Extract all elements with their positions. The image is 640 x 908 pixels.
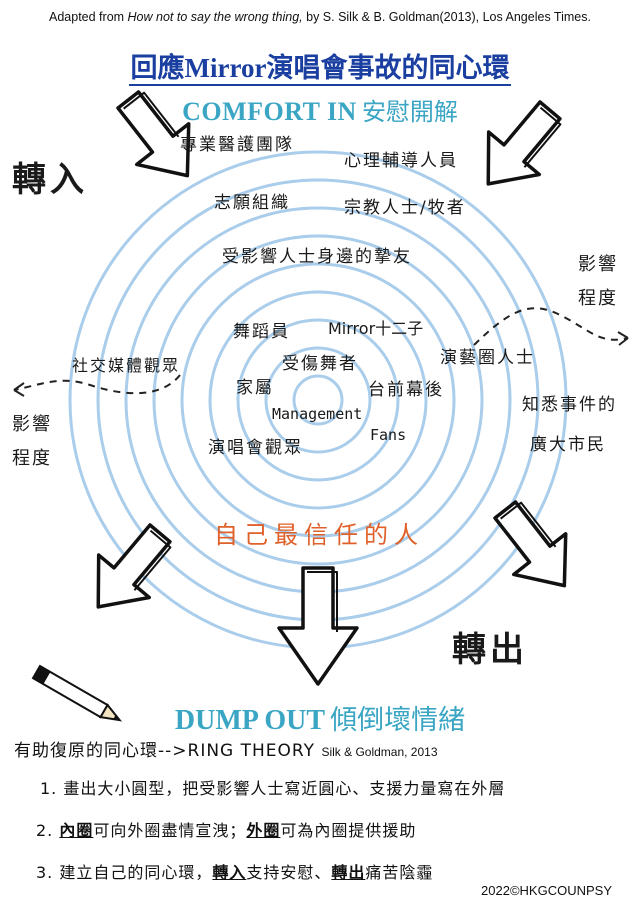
step-3: 3. 建立自己的同心環，轉入支持安慰、轉出痛苦陰霾 [14,859,634,883]
arrow-in-topleft [116,90,191,178]
ring-label-fans: Fans [370,426,407,444]
ring-2 [264,346,372,454]
dump-out-en: DUMP OUT [174,705,325,736]
dump-out-zh: 傾倒壞情緒 [330,705,466,736]
ring-theory-steps: 有助復原的同心環-->RING THEORY Silk & Goldman, 2… [14,736,634,883]
copyright: 2022©HKGCOUNPSY [481,883,612,898]
arrow-out-bottomleft [96,523,172,609]
ring-label-showbiz: 演藝圈人士 [440,348,535,368]
citation-suffix: by S. Silk & B. Goldman(2013), Los Angel… [302,10,591,24]
influence-label-right: 影響程度 [578,254,618,309]
ring-label-religious: 宗教人士/牧者 [344,198,466,218]
arrow-in-topright [486,100,562,186]
step-3-text-b: 支持安慰、 [246,863,332,882]
citation-prefix: Adapted from [49,10,128,24]
ring-label-aware-public-2: 廣大市民 [530,435,606,455]
ring-1 [292,374,344,426]
ring-4 [208,290,428,510]
ring-5 [180,262,456,538]
ring-label-close-friends: 受影響人士身邊的摯友 [222,247,412,267]
ring-label-mirror12: Mirror十二子 [328,319,424,338]
trusted-person-label: 自己最信任的人 [214,521,424,549]
pencil-icon [31,664,123,722]
arrow-out-bottom [277,566,359,686]
comfort-in-zh: 安慰開解 [361,98,458,126]
ring-label-social-media: 社交媒體觀眾 [72,356,181,375]
dashed-arrow-right-head [617,331,629,346]
ring-label-management: Management [272,405,363,423]
step-3-text-c: 痛苦陰霾 [365,863,434,882]
ring-label-concert-audience: 演唱會觀眾 [208,438,303,458]
step-3-text-a: 3. 建立自己的同心環， [36,863,213,882]
step-3-out: 轉出 [331,863,366,882]
step-2-inner: 內圈 [59,821,94,840]
arrow-in-label: 轉入 [12,160,88,200]
ring-label-volunteers: 志願組織 [214,193,290,213]
step-2: 2. 內圈可向外圈盡情宣洩；外圈可為內圈提供援助 [14,817,634,841]
ring-theory-source: Silk & Goldman, 2013 [321,745,438,759]
dashed-arrow-left [13,374,181,395]
arrow-out-bottomright [493,500,568,588]
citation: Adapted from How not to say the wrong th… [0,10,640,24]
ring-label-medical-team: 專業醫護團隊 [180,135,294,155]
dashed-arrow-left-head [13,382,25,397]
ring-label-dancers: 舞蹈員 [233,322,290,342]
dump-out-heading: DUMP OUT 傾倒壞情緒 [0,698,640,737]
ring-label-injured-dancer: 受傷舞者 [282,354,358,374]
dashed-arrow-right [473,307,629,346]
ring-label-crew: 台前幕後 [368,380,444,400]
step-1: 1. 畫出大小圓型，把受影響人士寫近圓心、支援力量寫在外層 [40,779,506,798]
page-title-text: 回應Mirror演唱會事故的同心環 [128,53,512,86]
citation-book: How not to say the wrong thing, [127,10,303,24]
step-3-in: 轉入 [212,863,247,882]
comfort-in-en: COMFORT IN [182,97,357,126]
ring-theory-intro: 有助復原的同心環-->RING THEORY Silk & Goldman, 2… [14,736,634,761]
step-2-num: 2. [36,821,60,840]
comfort-in-heading: COMFORT IN 安慰開解 [0,92,640,127]
arrow-out-label: 轉出 [452,630,528,670]
ring-theory-intro-text: 有助復原的同心環-->RING THEORY [14,741,316,761]
ring-label-aware-public-1: 知悉事件的 [522,395,617,415]
step-2-outer: 外圈 [246,821,281,840]
ring-6 [152,234,484,566]
influence-label-left: 影響程度 [12,414,52,469]
step-2-text-a: 可向外圈盡情宣洩； [93,821,247,840]
ring-3 [236,318,400,482]
page-title: 回應Mirror演唱會事故的同心環 [0,46,640,86]
step-2-text-b: 可為內圈提供援助 [280,821,417,840]
ring-label-family: 家屬 [236,378,274,398]
ring-label-counsellors: 心理輔導人員 [344,151,458,171]
